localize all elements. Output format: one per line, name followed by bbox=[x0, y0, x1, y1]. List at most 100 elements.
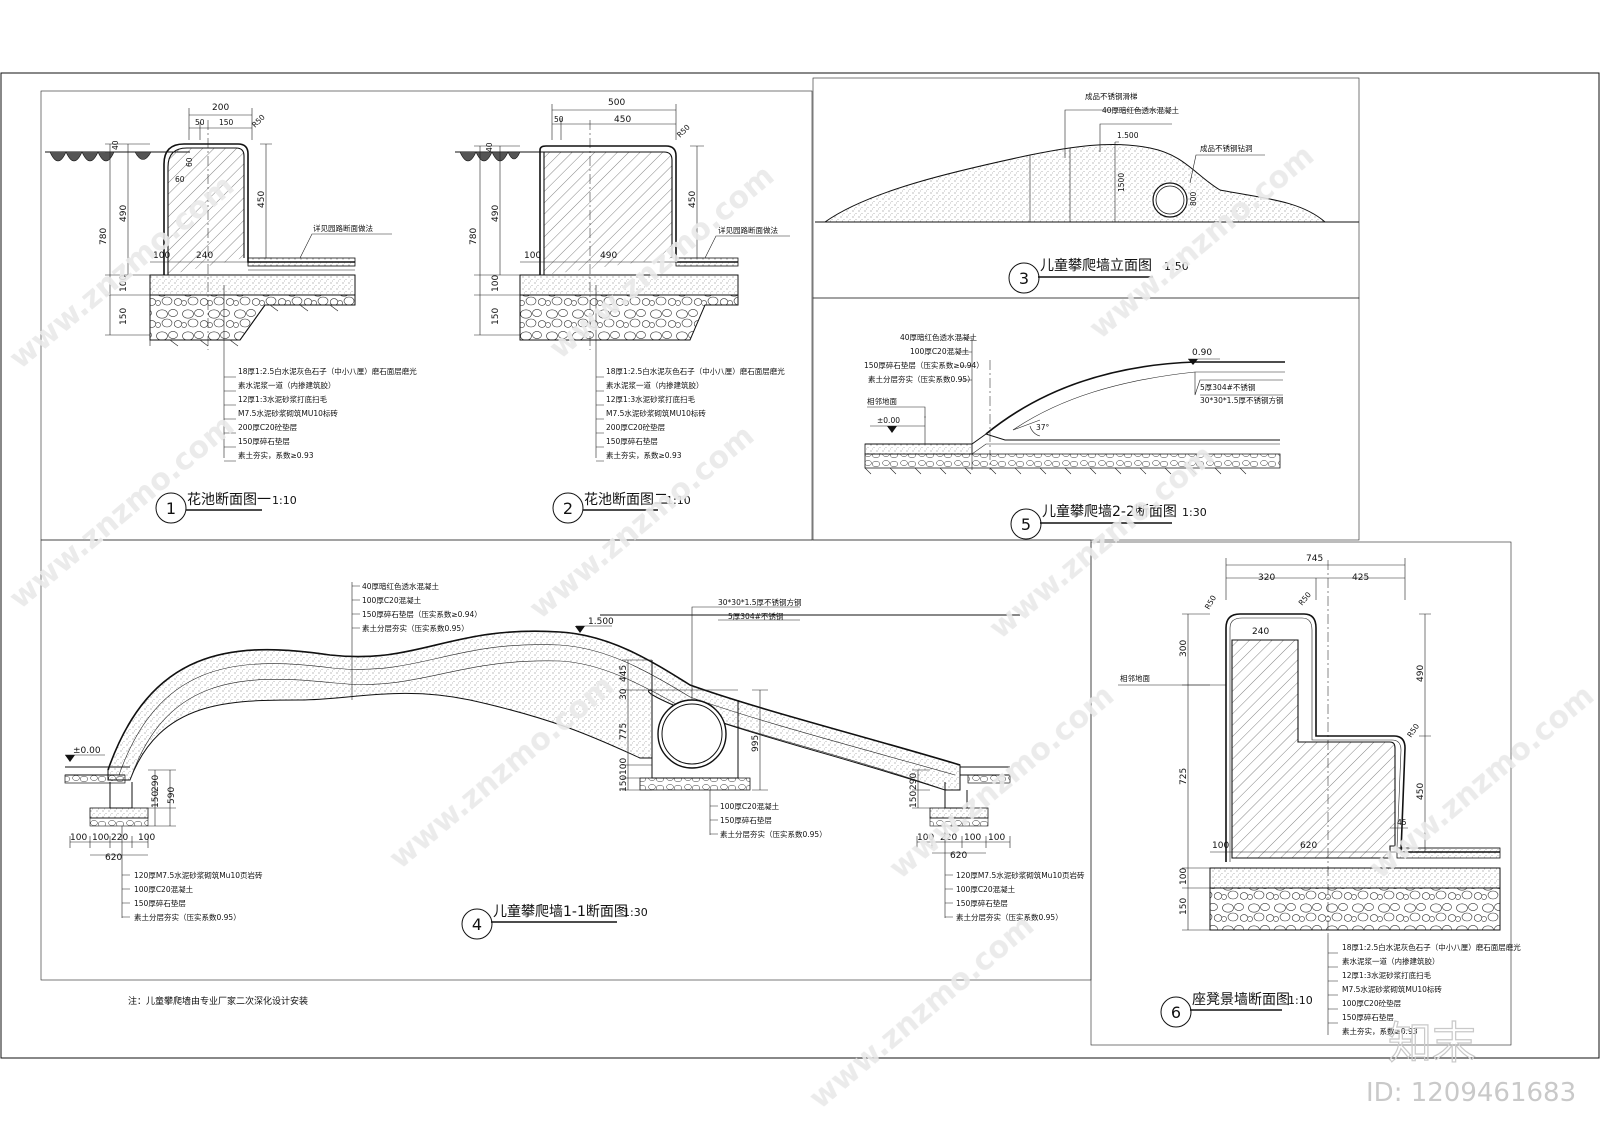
layer-text: 素水泥浆一道（内掺建筑胶） bbox=[238, 380, 336, 390]
layer-list-seat-wall: 18厚1:2.5白水泥灰色石子（中小八厘）磨石面层磨光 素水泥浆一道（内掺建筑胶… bbox=[1342, 942, 1521, 1036]
watermark-text: www.znzmo.com bbox=[523, 418, 761, 626]
callout-text: 相邻地面 bbox=[867, 396, 897, 406]
dim-text: 590 bbox=[167, 787, 177, 804]
frame-seat-wall bbox=[1090, 541, 1512, 1046]
layer-text: 150厚碎石垫层 bbox=[956, 898, 1008, 908]
dim-text: 100 bbox=[153, 251, 170, 261]
callout-text: 详见园路断面做法 bbox=[718, 225, 778, 235]
dim-text: 450 bbox=[688, 191, 698, 208]
layer-text: 12厚1:3水泥砂浆打底扫毛 bbox=[1342, 970, 1432, 980]
dim-text: R50 bbox=[1297, 590, 1314, 607]
dim-text: 300 bbox=[1179, 640, 1189, 657]
dim-text: 100 bbox=[964, 833, 981, 843]
drawing-number: 2 bbox=[563, 499, 573, 518]
layer-list-footing-left: 120厚M7.5水泥砂浆砌筑Mu10页岩砖 100厚C20混凝土 150厚碎石垫… bbox=[134, 870, 263, 922]
dim-text: 100 bbox=[524, 251, 541, 261]
layer-text: 素水泥浆一道（内掺建筑胶） bbox=[1342, 956, 1440, 966]
dim-text: 50 bbox=[195, 118, 205, 127]
callout-text: 30*30*1.5厚不锈钢方钢 bbox=[1200, 395, 1284, 405]
watermark-text: www.znzmo.com bbox=[803, 908, 1041, 1116]
layer-list-footing-right: 120厚M7.5水泥砂浆砌筑Mu10页岩砖 100厚C20混凝土 150厚碎石垫… bbox=[956, 870, 1085, 922]
dim-text: 40 bbox=[111, 140, 120, 150]
callout-text: 成品不锈钢滑梯 bbox=[1085, 91, 1138, 101]
layer-text: 120厚M7.5水泥砂浆砌筑Mu10页岩砖 bbox=[956, 870, 1085, 880]
layer-text: 120厚M7.5水泥砂浆砌筑Mu10页岩砖 bbox=[134, 870, 263, 880]
dim-text: 220 bbox=[111, 833, 128, 843]
dim-text: 290 bbox=[151, 775, 161, 792]
dim-text: 150 bbox=[619, 775, 629, 792]
drawing-scale: 1:50 bbox=[1164, 260, 1189, 273]
layer-text: M7.5水泥砂浆砌筑MU10标砖 bbox=[238, 408, 338, 418]
dim-text: 800 bbox=[1189, 191, 1198, 206]
dim-text: 100 bbox=[1179, 868, 1189, 885]
drawing-number-circle bbox=[1010, 508, 1042, 540]
dim-text: 320 bbox=[1258, 573, 1275, 583]
drawing-number: 6 bbox=[1171, 1003, 1181, 1022]
drawing-scale: 1:30 bbox=[623, 906, 648, 919]
dim-text: 150 bbox=[151, 791, 161, 808]
layer-text: 素土分层夯实（压实系数0.95） bbox=[362, 623, 469, 633]
layer-text: 150厚碎石垫层 bbox=[238, 436, 290, 446]
dim-text: R50 bbox=[1405, 722, 1421, 739]
layer-text: 150厚碎石垫层 bbox=[1342, 1012, 1394, 1022]
callout-text: 成品不锈钢钻洞 bbox=[1200, 143, 1253, 153]
dim-text: 450 bbox=[257, 191, 267, 208]
layer-list-tunnel-base: 100厚C20混凝土 150厚碎石垫层 素土分层夯实（压实系数0.95） bbox=[720, 801, 827, 839]
layer-text: 素土分层夯实（压实系数0.95） bbox=[868, 374, 975, 384]
drawing-number: 1 bbox=[166, 499, 176, 518]
dim-text: 490 bbox=[1416, 665, 1426, 682]
drawing-scale: 1:30 bbox=[1182, 506, 1207, 519]
layer-text: 150厚碎石垫层 bbox=[134, 898, 186, 908]
dim-text: 780 bbox=[469, 228, 479, 245]
layer-text: 18厚1:2.5白水泥灰色石子（中小八厘）磨石面层磨光 bbox=[238, 366, 417, 376]
dim-text: 490 bbox=[491, 205, 501, 222]
dim-text: R50 bbox=[675, 122, 692, 139]
dim-text: 200 bbox=[212, 103, 229, 113]
dim-text: 100 bbox=[92, 833, 109, 843]
dim-text: 30 bbox=[619, 688, 629, 700]
layer-text: 150厚碎石垫层（压实系数≥0.94） bbox=[864, 360, 984, 370]
dim-text: 490 bbox=[119, 205, 129, 222]
drawing-elevation: 成品不锈钢滑梯 40厚暗红色透水混凝土 1.500 成品不锈钢钻洞 1500 8… bbox=[815, 91, 1359, 294]
dim-text: 490 bbox=[600, 251, 617, 261]
drawing-title: 座凳景墙断面图 bbox=[1192, 992, 1290, 1008]
layer-text: 12厚1:3水泥砂浆打底扫毛 bbox=[606, 394, 696, 404]
layer-list-climb-top: 40厚暗红色透水混凝土 100厚C20混凝土 150厚碎石垫层（压实系数≥0.9… bbox=[362, 581, 482, 633]
layer-text: 素水泥浆一道（内掺建筑胶） bbox=[606, 380, 704, 390]
drawing-title: 儿童攀爬墙1-1断面图 bbox=[493, 903, 628, 920]
drawing-title: 儿童攀爬墙2-2断面图 bbox=[1042, 503, 1177, 520]
drawing-number-circle bbox=[1160, 996, 1192, 1028]
dim-text: 220 bbox=[940, 833, 957, 843]
layer-text: M7.5水泥砂浆砌筑MU10标砖 bbox=[606, 408, 706, 418]
layer-text: 素土分层夯实（压实系数0.95） bbox=[134, 912, 241, 922]
drawing-title: 儿童攀爬墙立面图 bbox=[1040, 257, 1152, 274]
dim-text: 725 bbox=[1179, 768, 1189, 785]
layer-text: 40厚暗红色透水混凝土 bbox=[362, 581, 440, 591]
layer-text: 100厚C20混凝土 bbox=[362, 595, 422, 605]
drawing-scale: 1:10 bbox=[666, 494, 691, 507]
dim-text: 450 bbox=[1416, 783, 1426, 800]
callout-text: 详见园路断面做法 bbox=[313, 223, 373, 233]
dim-text: 780 bbox=[99, 228, 109, 245]
dim-text: 100 bbox=[119, 275, 129, 292]
layer-text: 100厚C20混凝土 bbox=[956, 884, 1016, 894]
layer-text: 素土夯实，系数≥0.93 bbox=[238, 450, 314, 460]
drawing-seat-wall: 相邻地面 745 320 425 R50 R50 R50 240 300 725… bbox=[1118, 554, 1521, 1036]
drawing-scale: 1:10 bbox=[1288, 994, 1313, 1007]
elevation-text: 0.90 bbox=[1192, 348, 1212, 358]
layer-text: 素土夯实，系数≥0.93 bbox=[1342, 1026, 1418, 1036]
elevation-text: 1.500 bbox=[588, 617, 614, 627]
drawing-number: 4 bbox=[472, 915, 482, 934]
callout-text: 5厚304#不锈钢 bbox=[728, 611, 783, 621]
layer-text: 200厚C20砼垫层 bbox=[238, 422, 298, 432]
dim-text: 425 bbox=[1352, 573, 1369, 583]
callout-text: 30*30*1.5厚不锈钢方钢 bbox=[718, 597, 802, 607]
drawing-number: 3 bbox=[1019, 269, 1029, 288]
dim-text: 1.500 bbox=[1117, 131, 1139, 140]
dim-text: 150 bbox=[119, 308, 129, 325]
layer-text: M7.5水泥砂浆砌筑MU10标砖 bbox=[1342, 984, 1442, 994]
watermark-text: www.znzmo.com bbox=[3, 408, 241, 616]
dim-text: 620 bbox=[1300, 841, 1317, 851]
layer-text: 100厚C20混凝土 bbox=[720, 801, 780, 811]
dim-text: 445 bbox=[619, 665, 629, 682]
